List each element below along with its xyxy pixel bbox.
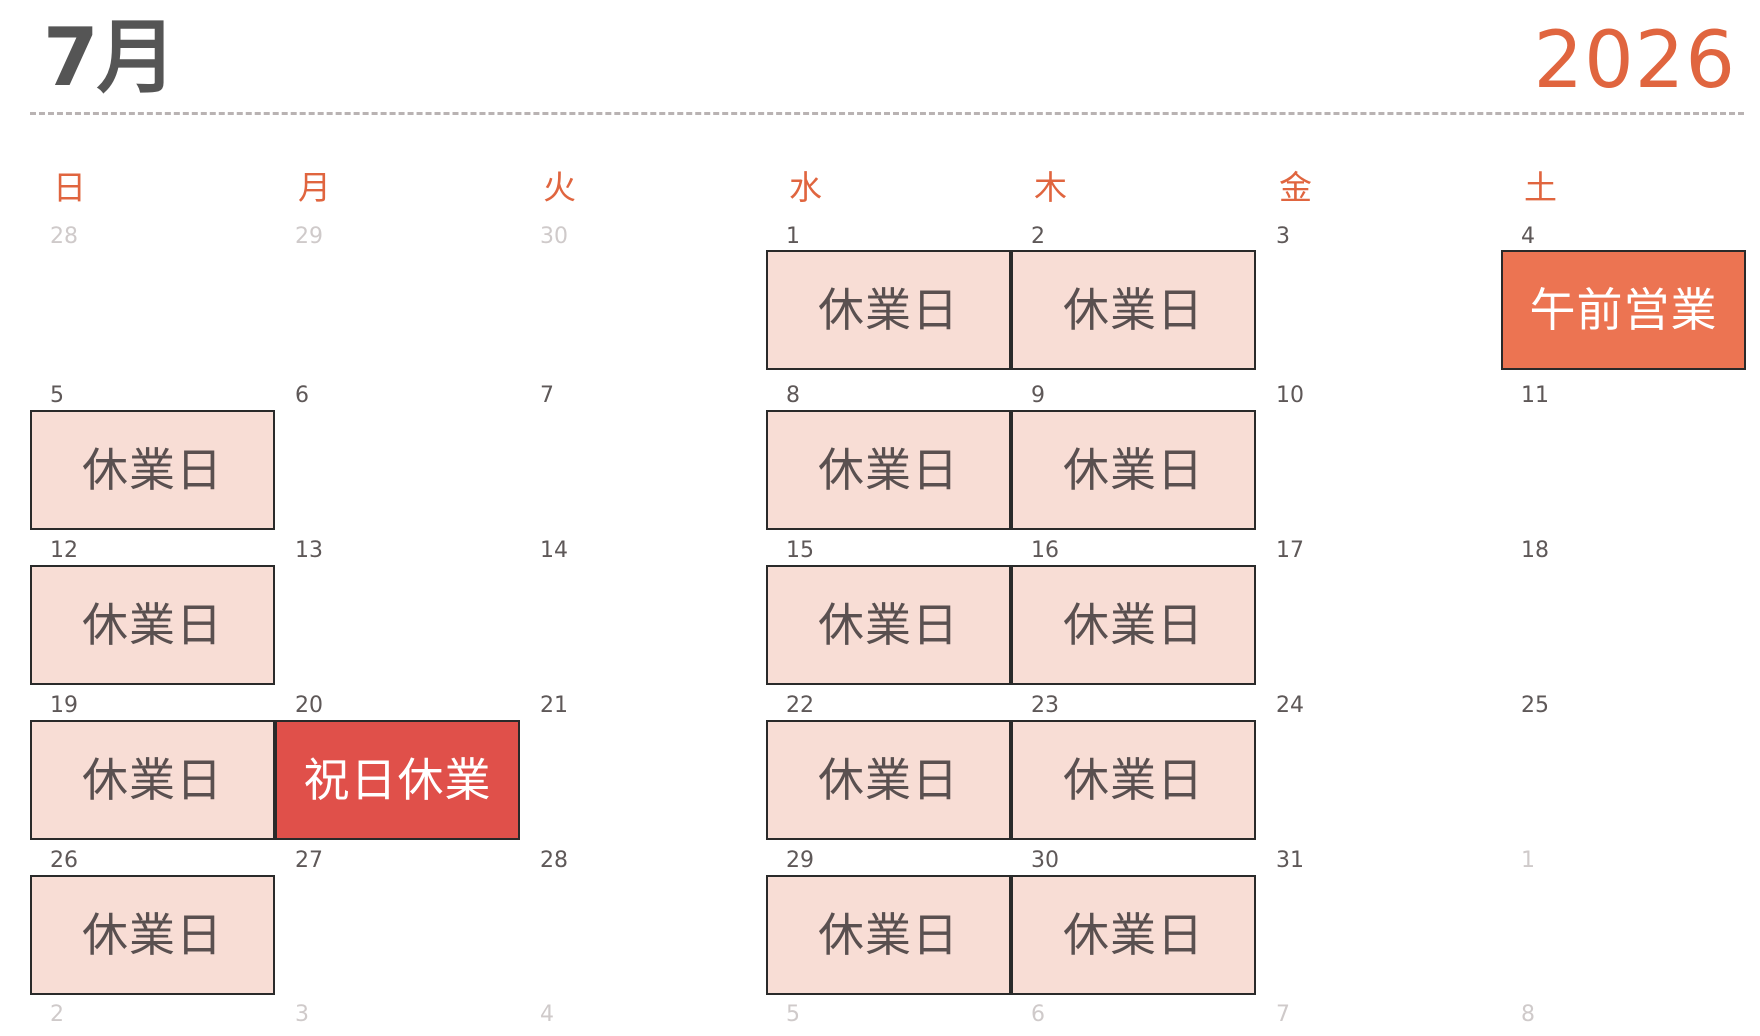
weekday-header: 金 bbox=[1279, 168, 1312, 207]
event-closed[interactable]: 休業日 bbox=[766, 875, 1011, 995]
day-number: 10 bbox=[1276, 383, 1304, 408]
day-number: 4 bbox=[1521, 224, 1535, 249]
day-number: 15 bbox=[786, 538, 814, 563]
day-number: 7 bbox=[540, 383, 554, 408]
weekday-header: 月 bbox=[298, 168, 331, 207]
day-number: 24 bbox=[1276, 693, 1304, 718]
event-closed[interactable]: 休業日 bbox=[766, 410, 1011, 530]
event-closed[interactable]: 休業日 bbox=[1011, 410, 1256, 530]
day-number: 8 bbox=[786, 383, 800, 408]
month-title: 7月 bbox=[43, 11, 177, 104]
day-number: 27 bbox=[295, 848, 323, 873]
day-number: 12 bbox=[50, 538, 78, 563]
day-number: 28 bbox=[540, 848, 568, 873]
event-closed[interactable]: 休業日 bbox=[30, 410, 275, 530]
weekday-header: 土 bbox=[1524, 168, 1557, 207]
event-closed[interactable]: 休業日 bbox=[1011, 250, 1256, 370]
weekday-header: 火 bbox=[543, 168, 576, 207]
day-number: 28 bbox=[50, 224, 78, 249]
day-number: 9 bbox=[1031, 383, 1045, 408]
day-number: 5 bbox=[786, 1002, 800, 1027]
day-number: 18 bbox=[1521, 538, 1549, 563]
day-number: 23 bbox=[1031, 693, 1059, 718]
day-number: 19 bbox=[50, 693, 78, 718]
day-number: 25 bbox=[1521, 693, 1549, 718]
day-number: 14 bbox=[540, 538, 568, 563]
day-number: 22 bbox=[786, 693, 814, 718]
day-number: 3 bbox=[295, 1002, 309, 1027]
day-number: 3 bbox=[1276, 224, 1290, 249]
day-number: 8 bbox=[1521, 1002, 1535, 1027]
day-number: 5 bbox=[50, 383, 64, 408]
event-closed[interactable]: 休業日 bbox=[1011, 565, 1256, 685]
event-holiday[interactable]: 祝日休業 bbox=[275, 720, 520, 840]
weekday-header: 木 bbox=[1034, 168, 1067, 207]
day-number: 30 bbox=[1031, 848, 1059, 873]
event-closed[interactable]: 休業日 bbox=[766, 250, 1011, 370]
event-closed[interactable]: 休業日 bbox=[1011, 875, 1256, 995]
day-number: 6 bbox=[1031, 1002, 1045, 1027]
weekday-header: 日 bbox=[53, 168, 86, 207]
day-number: 30 bbox=[540, 224, 568, 249]
day-number: 2 bbox=[1031, 224, 1045, 249]
day-number: 17 bbox=[1276, 538, 1304, 563]
day-number: 29 bbox=[786, 848, 814, 873]
day-number: 13 bbox=[295, 538, 323, 563]
day-number: 6 bbox=[295, 383, 309, 408]
event-closed[interactable]: 休業日 bbox=[30, 720, 275, 840]
day-number: 31 bbox=[1276, 848, 1304, 873]
day-number: 2 bbox=[50, 1002, 64, 1027]
day-number: 11 bbox=[1521, 383, 1549, 408]
header-divider bbox=[30, 112, 1744, 115]
day-number: 7 bbox=[1276, 1002, 1290, 1027]
event-closed[interactable]: 休業日 bbox=[766, 720, 1011, 840]
day-number: 26 bbox=[50, 848, 78, 873]
event-closed[interactable]: 休業日 bbox=[30, 875, 275, 995]
year-title: 2026 bbox=[1533, 16, 1736, 106]
day-number: 16 bbox=[1031, 538, 1059, 563]
weekday-header: 水 bbox=[789, 168, 822, 207]
event-closed[interactable]: 休業日 bbox=[1011, 720, 1256, 840]
day-number: 4 bbox=[540, 1002, 554, 1027]
day-number: 20 bbox=[295, 693, 323, 718]
day-number: 1 bbox=[786, 224, 800, 249]
event-closed[interactable]: 休業日 bbox=[30, 565, 275, 685]
event-closed[interactable]: 休業日 bbox=[766, 565, 1011, 685]
event-morning[interactable]: 午前営業 bbox=[1501, 250, 1746, 370]
day-number: 1 bbox=[1521, 848, 1535, 873]
day-number: 21 bbox=[540, 693, 568, 718]
day-number: 29 bbox=[295, 224, 323, 249]
